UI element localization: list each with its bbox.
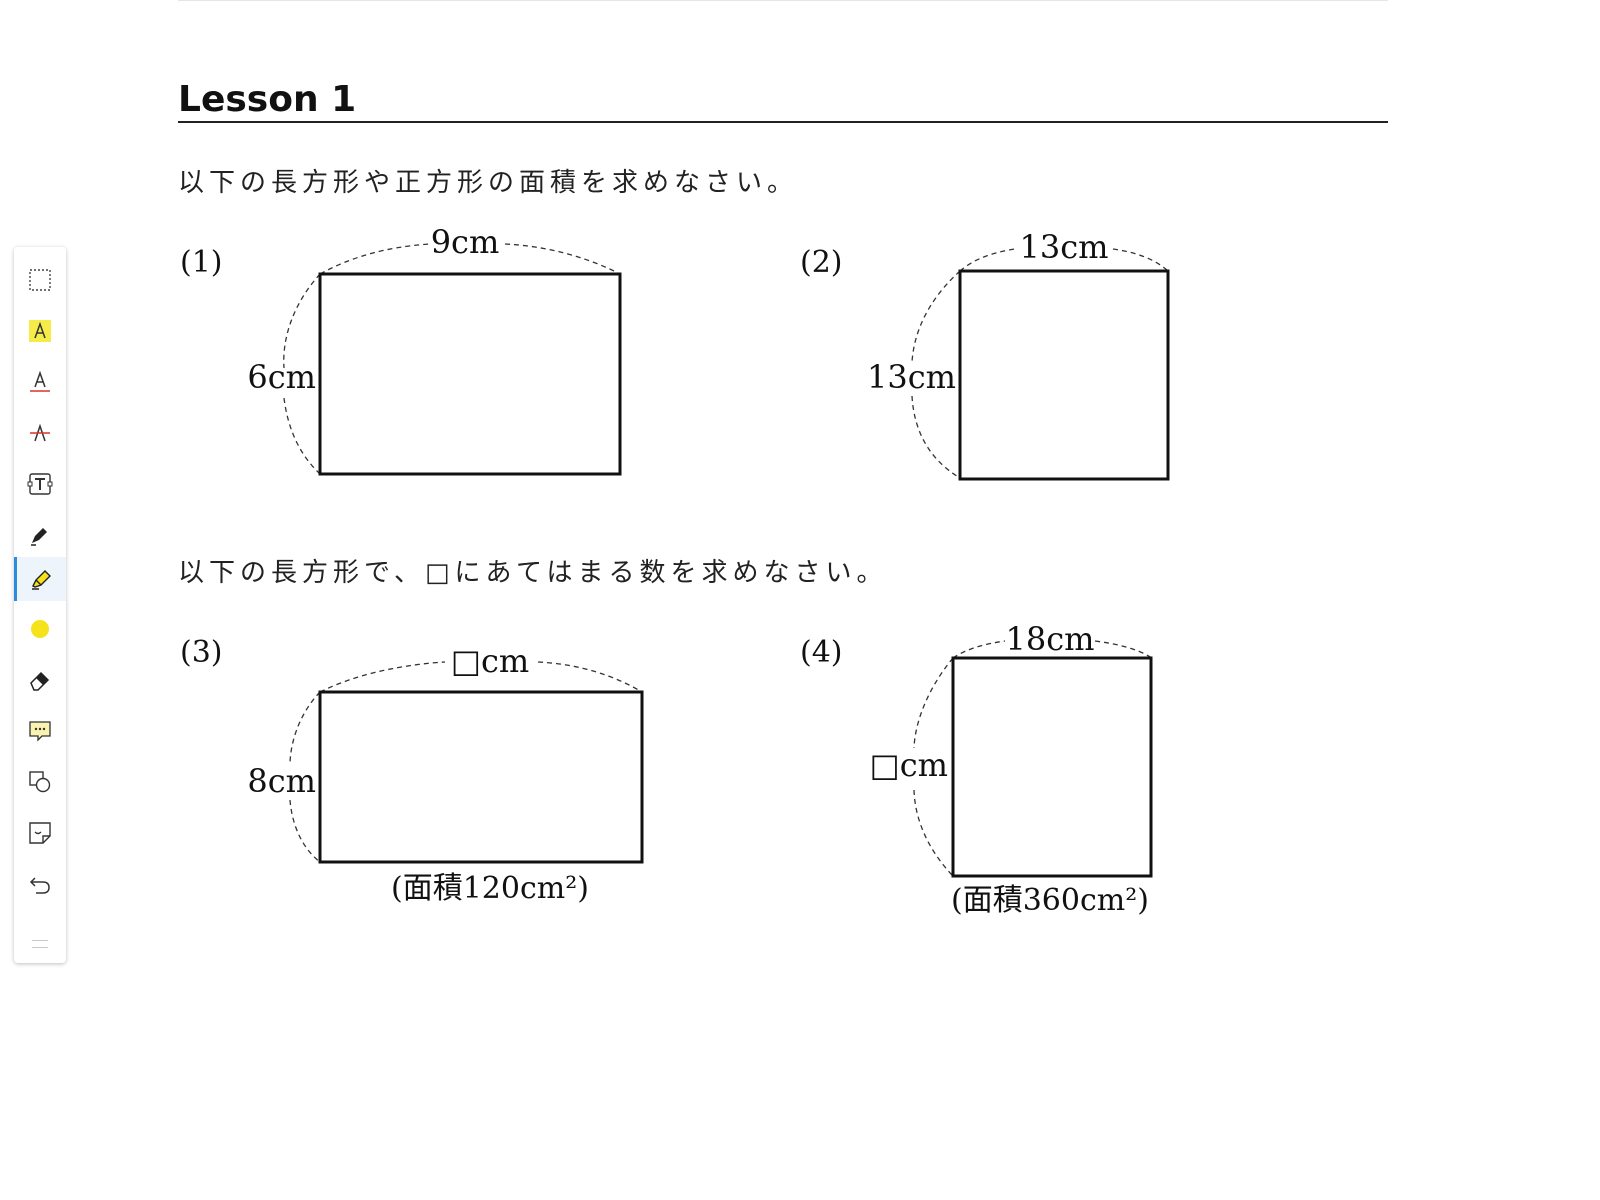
problem-number: (3): [180, 635, 223, 670]
undo-tool[interactable]: [14, 862, 66, 906]
area-label: (面積120cm²): [391, 871, 589, 906]
height-label: 6cm: [247, 358, 316, 396]
side-dimension-arc: [913, 789, 954, 877]
text-box-tool[interactable]: [14, 462, 66, 506]
underline-text-icon: [30, 370, 50, 392]
side-dimension-arc: [289, 799, 321, 863]
highlighter-icon: [31, 570, 51, 590]
dashed-rectangle-icon: [29, 269, 51, 291]
pen-tool[interactable]: [14, 513, 66, 557]
top-dimension-arc: [1112, 248, 1169, 272]
eraser-icon: [30, 671, 50, 691]
side-dimension-arc: [911, 270, 961, 363]
shapes-icon: [29, 771, 51, 793]
strikethrough-text-icon: [30, 423, 50, 442]
problem-number: (2): [800, 245, 843, 280]
side-dimension-arc: [289, 691, 321, 766]
top-dimension-arc: [319, 243, 431, 275]
width-label: □cm: [451, 642, 530, 680]
width-label: 13cm: [1020, 228, 1109, 266]
comment-tool[interactable]: [14, 709, 66, 753]
height-label: 8cm: [247, 762, 316, 800]
top-dimension-arc: [537, 661, 643, 693]
rectangle: [318, 272, 622, 476]
problem-number: (4): [800, 635, 843, 670]
instruction-area: 以下の長方形や正方形の面積を求めなさい。: [178, 168, 799, 198]
toolbar-drag-handle[interactable]: [32, 940, 48, 948]
comment-icon: [29, 721, 51, 742]
problem-2: (2) 13cm 13cm: [800, 228, 1170, 481]
height-label: 13cm: [867, 358, 956, 396]
title-underline: [178, 121, 1388, 123]
top-dimension-arc: [319, 661, 446, 693]
text-box-icon: [27, 473, 53, 495]
instruction-missing-side: 以下の長方形で、□にあてはまる数を求めなさい。: [178, 558, 888, 588]
highlighter-tool[interactable]: [14, 557, 66, 601]
rectangle: [318, 690, 644, 864]
problem-3: (3) □cm 8cm (面積120cm²): [180, 635, 644, 906]
top-divider: [178, 0, 1388, 1]
strikethrough-text-tool[interactable]: [14, 411, 66, 455]
underline-text-tool[interactable]: [14, 360, 66, 404]
color-dot-icon: [31, 620, 49, 638]
square: [958, 269, 1170, 481]
width-label: 18cm: [1006, 620, 1095, 658]
side-dimension-arc: [911, 395, 961, 479]
side-dimension-arc: [283, 273, 321, 369]
square: [951, 656, 1153, 878]
shapes-tool[interactable]: [14, 760, 66, 804]
top-dimension-arc: [952, 640, 1006, 659]
lesson-title: Lesson 1: [178, 79, 357, 120]
sticker-icon: [29, 822, 51, 844]
side-dimension-arc: [283, 397, 321, 475]
annotation-toolbar: [14, 247, 66, 963]
problem-1: (1) 9cm 6cm: [180, 223, 622, 476]
height-label: □cm: [870, 746, 949, 784]
top-dimension-arc: [1094, 640, 1153, 659]
highlight-text-tool[interactable]: [14, 309, 66, 353]
eraser-tool[interactable]: [14, 658, 66, 702]
undo-icon: [29, 877, 50, 894]
problem-4: (4) 18cm □cm (面積360cm²): [800, 620, 1153, 918]
problem-number: (1): [180, 245, 223, 280]
sticker-tool[interactable]: [14, 811, 66, 855]
side-dimension-arc: [913, 657, 954, 749]
width-label: 9cm: [431, 223, 500, 261]
pen-icon: [31, 528, 47, 546]
color-picker[interactable]: [14, 607, 66, 651]
select-area-tool[interactable]: [14, 258, 66, 302]
top-dimension-arc: [504, 243, 621, 275]
highlight-text-icon: [29, 320, 51, 342]
area-label: (面積360cm²): [951, 883, 1149, 918]
top-dimension-arc: [959, 248, 1016, 272]
